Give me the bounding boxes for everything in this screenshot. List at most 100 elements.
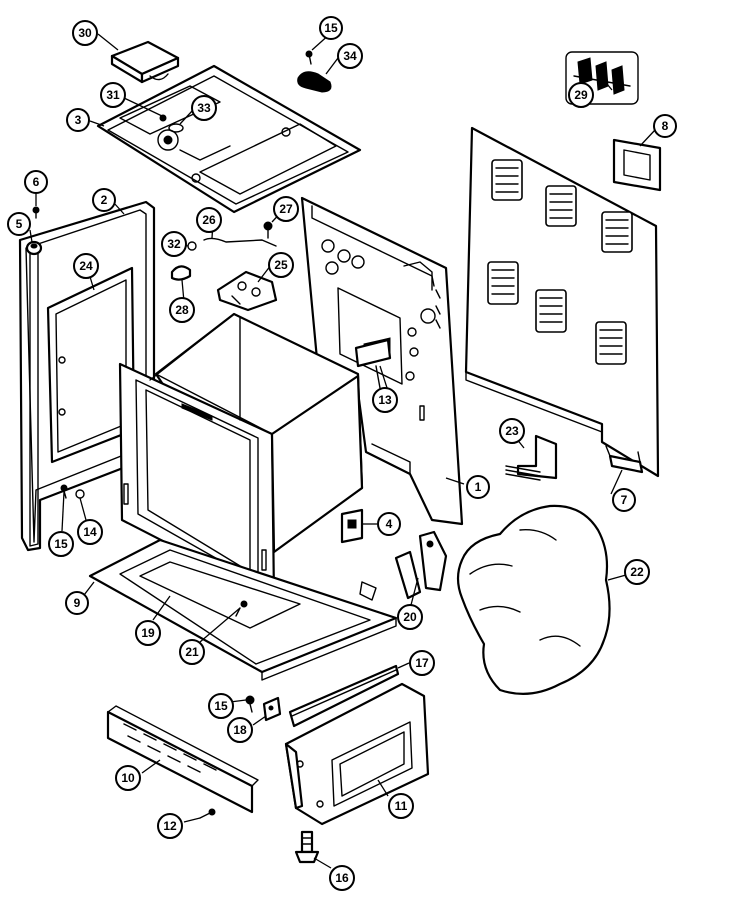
callout-19: 19	[135, 620, 161, 646]
svg-text:11: 11	[395, 799, 408, 813]
part-17-rail	[288, 664, 400, 728]
callout-14: 14	[77, 519, 103, 545]
callout-7: 7	[612, 488, 636, 512]
part-3-top-panel	[96, 64, 362, 214]
svg-text:17: 17	[415, 656, 429, 670]
svg-text:33: 33	[197, 101, 211, 115]
callout-3: 3	[66, 108, 90, 132]
callout-11: 11	[388, 793, 414, 819]
callout-17: 17	[409, 650, 435, 676]
callout-28: 28	[169, 297, 195, 323]
svg-text:16: 16	[335, 871, 349, 885]
part-32-knob	[187, 241, 197, 251]
svg-text:13: 13	[378, 393, 392, 407]
part-5-spacer	[25, 240, 43, 256]
part-27-screw	[263, 221, 273, 239]
svg-text:21: 21	[185, 645, 199, 659]
svg-text:15: 15	[324, 21, 338, 35]
callout-6: 6	[24, 170, 48, 194]
callout-12: 12	[157, 813, 183, 839]
callout-25: 25	[268, 252, 294, 278]
svg-text:10: 10	[121, 771, 135, 785]
svg-text:24: 24	[79, 259, 93, 273]
svg-text:29: 29	[574, 88, 588, 102]
svg-text:6: 6	[33, 175, 40, 189]
callout-31: 31	[100, 82, 126, 108]
part-10-rail	[106, 705, 259, 814]
svg-text:32: 32	[167, 237, 181, 251]
callout-10: 10	[115, 765, 141, 791]
part-30-control-box	[110, 40, 180, 84]
part-33-grommet	[168, 123, 184, 133]
part-14-nut	[75, 489, 85, 499]
callout-23: 23	[499, 418, 525, 444]
svg-text:31: 31	[106, 88, 120, 102]
part-19-insulation	[139, 561, 301, 629]
svg-text:1: 1	[475, 480, 482, 494]
part-4-bracket	[340, 508, 364, 544]
part-26-rod	[203, 237, 277, 247]
callout-27: 27	[273, 196, 299, 222]
part-22-insulation-blanket	[456, 504, 611, 695]
svg-text:15: 15	[214, 699, 228, 713]
svg-text:15: 15	[54, 537, 68, 551]
part-6-screw	[32, 206, 40, 219]
callout-26: 26	[196, 207, 222, 233]
callout-15-top: 15	[319, 16, 343, 40]
callout-18: 18	[227, 717, 253, 743]
part-11-drawer	[284, 682, 430, 826]
svg-text:4: 4	[386, 517, 393, 531]
part-23-bracket	[505, 434, 558, 481]
svg-text:9: 9	[74, 596, 81, 610]
part-20-hinge	[394, 530, 448, 600]
callout-1: 1	[466, 475, 490, 499]
part-18-bracket	[262, 696, 282, 722]
svg-text:34: 34	[343, 49, 357, 63]
part-15-screw-left	[60, 484, 68, 499]
callout-16: 16	[329, 865, 355, 891]
svg-text:25: 25	[274, 258, 288, 272]
part-13-latch	[354, 338, 392, 389]
callout-9: 9	[65, 591, 89, 615]
svg-text:18: 18	[233, 723, 247, 737]
callout-15-bottom: 15	[208, 693, 234, 719]
svg-text:22: 22	[630, 565, 644, 579]
back-panel-vents	[487, 159, 633, 365]
part-7-bracket	[605, 445, 644, 474]
callout-13: 13	[372, 387, 398, 413]
callout-5: 5	[7, 212, 31, 236]
part-12-screw	[199, 808, 216, 819]
callout-29: 29	[568, 82, 594, 108]
svg-text:26: 26	[202, 213, 216, 227]
callout-22: 22	[624, 559, 650, 585]
part-15-screw-bottom	[245, 695, 255, 713]
callout-15-left: 15	[48, 531, 74, 557]
part-8-frame	[612, 138, 662, 192]
svg-text:27: 27	[279, 202, 293, 216]
svg-text:3: 3	[75, 113, 82, 127]
callout-2: 2	[92, 188, 116, 212]
callout-33: 33	[191, 95, 217, 121]
callout-34: 34	[337, 43, 363, 69]
svg-text:23: 23	[505, 424, 519, 438]
oven-cavity	[118, 312, 364, 600]
svg-text:30: 30	[78, 26, 92, 40]
part-25-hinge-bracket	[216, 270, 278, 312]
svg-text:7: 7	[621, 493, 628, 507]
callout-21: 21	[179, 639, 205, 665]
part-15-screw-top	[305, 50, 313, 65]
svg-text:5: 5	[16, 217, 23, 231]
svg-text:12: 12	[163, 819, 177, 833]
svg-text:28: 28	[175, 303, 189, 317]
svg-text:14: 14	[83, 525, 97, 539]
svg-text:2: 2	[101, 193, 108, 207]
part-16-leveler	[294, 830, 320, 864]
part-34-cap	[297, 71, 332, 93]
callout-24: 24	[73, 253, 99, 279]
part-back-panel	[464, 126, 660, 478]
leader-lines	[29, 32, 656, 869]
svg-text:20: 20	[403, 610, 417, 624]
part-28-cap	[170, 265, 192, 281]
callout-32: 32	[161, 231, 187, 257]
